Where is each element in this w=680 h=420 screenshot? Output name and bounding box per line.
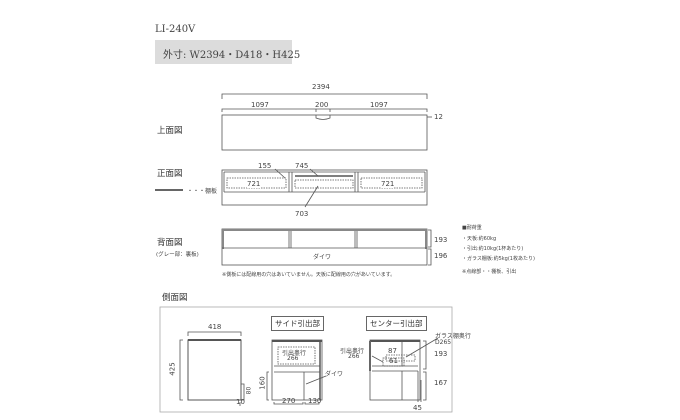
side-height-dim: 425	[168, 362, 177, 376]
side-depth-dim: 418	[208, 323, 222, 331]
glass-shelf-label: ガラス棚奥行	[435, 333, 471, 340]
dim-721-left: 721	[247, 180, 261, 188]
top-view-drawing	[221, 93, 432, 151]
side-view-label: 側面図	[162, 293, 188, 303]
load-item: ・天板:約60kg	[462, 236, 497, 242]
top-width-dim: 2394	[312, 83, 330, 91]
top-right-dim: 1097	[370, 101, 388, 109]
dim-745: 745	[295, 162, 309, 170]
side-drawer-title: サイド引出部	[271, 316, 324, 331]
side-drawer-bottom-b: 130	[308, 397, 322, 405]
side-drawer-height: 160	[258, 376, 267, 390]
top-center-dim: 200	[315, 101, 329, 109]
side-drawer-depth-label: 引出奥行	[282, 350, 307, 357]
dim-703: 703	[295, 210, 309, 218]
front-view-drawing	[155, 168, 428, 208]
back-brand: ダイワ	[313, 254, 332, 261]
front-view-label: 正面図	[157, 169, 183, 179]
side-drawer-brand: ダイワ	[325, 371, 344, 378]
center-drawer-depth: 266	[348, 353, 360, 360]
top-thickness-dim: 12	[434, 113, 443, 121]
top-view-label: 上面図	[157, 126, 183, 136]
foot-width-dim: 10	[236, 398, 245, 406]
back-view-sublabel: (グレー部：裏板)	[156, 252, 199, 258]
dim-155: 155	[258, 162, 272, 170]
back-upper-dim: 193	[434, 236, 448, 244]
center-drawer-title: センター引出部	[366, 316, 427, 331]
back-view-label: 背面図	[157, 238, 183, 248]
back-lower-dim: 196	[434, 252, 448, 260]
glass-shelf-depth: D265	[435, 339, 452, 346]
hole-note: ※側板には配線用の穴はあいていません。天板に配線用の穴があいています。	[222, 272, 396, 278]
shelf-legend: ・・・棚板	[187, 188, 218, 195]
foot-height-dim: 80	[245, 386, 253, 395]
load-item: ・ガラス棚板:約5kg(1枚あたり)	[462, 256, 535, 262]
center-drawer-depth-label: 引出奥行	[340, 348, 365, 355]
load-item: ・引出:約10kg(1杯あたり)	[462, 246, 524, 252]
center-bottom-dim: 45	[413, 404, 422, 412]
dim-721-right: 721	[381, 180, 395, 188]
side-drawer-depth: 266	[287, 355, 299, 362]
dotted-note: ※点線部・・棚板、引出	[462, 269, 517, 275]
outer-size: 外寸: W2394・D418・H425	[163, 50, 301, 61]
outer-size-box	[155, 40, 292, 64]
dim-61: 61	[389, 357, 398, 365]
center-upper-dim: 193	[434, 350, 448, 358]
dim-87: 87	[388, 347, 397, 355]
load-title: ■耐荷重	[462, 225, 482, 231]
model-number: LI-240V	[155, 24, 196, 35]
top-left-dim: 1097	[251, 101, 269, 109]
back-view-drawing	[221, 228, 432, 266]
side-drawer-bottom-a: 270	[282, 397, 296, 405]
center-lower-dim: 167	[434, 379, 448, 387]
side-view-drawing	[179, 331, 439, 406]
